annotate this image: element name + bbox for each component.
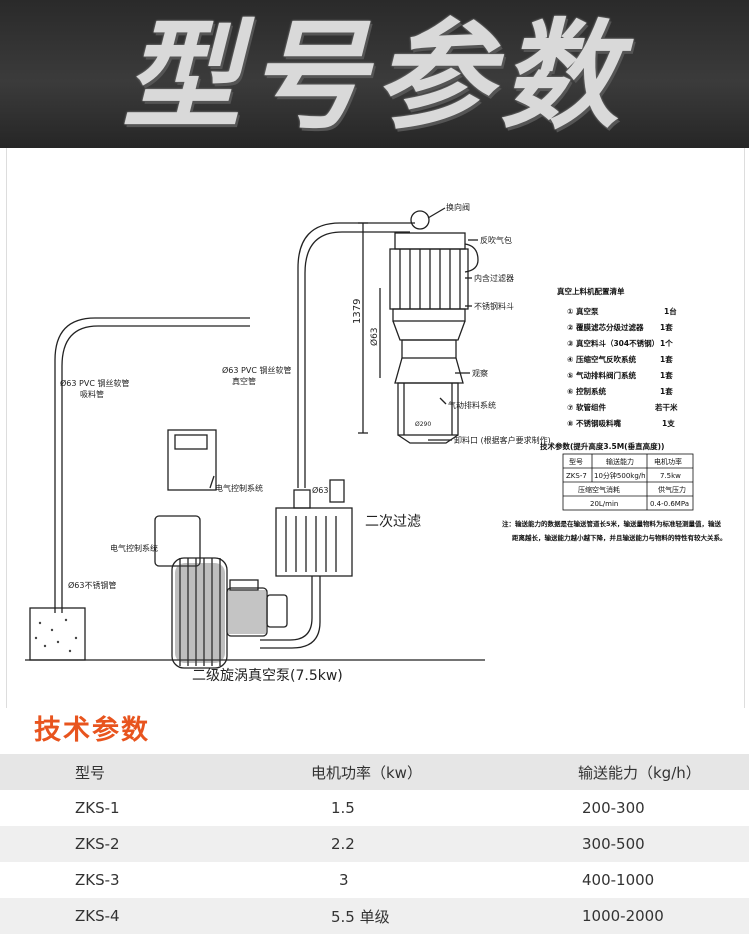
part-2: ② 覆膜滤芯分级过滤器 bbox=[567, 322, 644, 332]
cell-power: 1.5 bbox=[331, 799, 355, 817]
cell-power: 3 bbox=[339, 871, 349, 889]
label-hose-left: Ø63 PVC 钢丝软管 bbox=[60, 378, 129, 388]
svg-text:10分钟500kg/h: 10分钟500kg/h bbox=[594, 471, 646, 480]
header-model: 型号 bbox=[0, 754, 281, 790]
suction-hose bbox=[54, 317, 250, 613]
svg-text:输送能力: 输送能力 bbox=[606, 457, 634, 466]
secondary-filter bbox=[275, 507, 353, 577]
table-row: ZKS-3 3 400-1000 bbox=[0, 862, 749, 898]
section-title: 技术参数 bbox=[34, 715, 150, 746]
control-box bbox=[167, 429, 217, 491]
part-4: ④ 压缩空气反吹系统 bbox=[567, 354, 636, 364]
tech-table-title: 技术参数(提升高度3.5M(垂直高度)) bbox=[540, 441, 664, 451]
cell-capacity: 400-1000 bbox=[582, 871, 655, 889]
svg-text:1套: 1套 bbox=[660, 386, 673, 396]
table-row: ZKS-4 5.5 单级 1000-2000 bbox=[0, 898, 749, 934]
svg-text:型号: 型号 bbox=[569, 457, 583, 466]
svg-text:1支: 1支 bbox=[662, 418, 675, 428]
svg-text:1套: 1套 bbox=[660, 354, 673, 364]
label-hose-top-sub: 真空管 bbox=[232, 376, 256, 386]
label-pump: 二级旋涡真空泵(7.5kw) bbox=[192, 668, 343, 684]
svg-text:若干米: 若干米 bbox=[654, 402, 678, 412]
cell-capacity: 200-300 bbox=[582, 799, 645, 817]
header-banner: 型号参数 bbox=[0, 0, 749, 148]
svg-text:ZKS-7: ZKS-7 bbox=[566, 472, 587, 480]
svg-text:供气压力: 供气压力 bbox=[658, 485, 686, 494]
table-row: ZKS-2 2.2 300-500 bbox=[0, 826, 749, 862]
label-stainless: 不锈钢料斗 bbox=[474, 301, 514, 311]
part-7: ⑦ 软管组件 bbox=[567, 402, 606, 412]
cell-capacity: 300-500 bbox=[550, 826, 749, 862]
label-hose-left-sub: 吸料管 bbox=[80, 389, 104, 399]
cell-power: 5.5 单级 bbox=[281, 898, 550, 934]
cell-model: ZKS-3 bbox=[75, 871, 120, 889]
svg-text:电机功率: 电机功率 bbox=[654, 457, 682, 466]
header-power: 电机功率（kw） bbox=[281, 754, 550, 790]
part-8: ⑧ 不锈钢吸料嘴 bbox=[567, 418, 621, 428]
cell-capacity: 1000-2000 bbox=[550, 898, 749, 934]
spec-header-row: 型号 电机功率（kw） 输送能力（kg/h） bbox=[0, 754, 749, 790]
label-control: 电气控制系统 bbox=[215, 483, 263, 493]
cell-power: 2.2 bbox=[281, 826, 550, 862]
table-row: ZKS-1 1.5 200-300 bbox=[0, 790, 749, 826]
part-3: ③ 真空料斗（304不锈钢） bbox=[567, 338, 659, 348]
label-stainless-pipe: Ø63不锈钢管 bbox=[68, 580, 116, 590]
label-secondary: 二次过滤 bbox=[365, 514, 421, 530]
svg-text:1套: 1套 bbox=[660, 322, 673, 332]
equipment-diagram: 换向阀 反吹气包 内含过滤器 不锈钢料斗 观察 气动排料系统 卸料口 (根据客户… bbox=[25, 202, 727, 684]
label-electric-ctrl: 电气控制系统 bbox=[110, 543, 158, 553]
parts-title: 真空上料机配置清单 bbox=[557, 286, 625, 296]
label-pneumatic: 气动排料系统 bbox=[448, 400, 496, 410]
banner-title: 型号参数 bbox=[122, 7, 627, 145]
label-feed-valve: 换向阀 bbox=[446, 202, 470, 212]
label-observe: 观察 bbox=[472, 368, 488, 378]
label-dim-dia: Ø63 bbox=[369, 327, 380, 346]
svg-text:1个: 1个 bbox=[660, 338, 673, 348]
svg-text:0.4-0.6MPa: 0.4-0.6MPa bbox=[650, 500, 689, 508]
cell-model: ZKS-4 bbox=[0, 898, 281, 934]
label-discharge: 卸料口 (根据客户要求制作) bbox=[454, 435, 551, 445]
svg-text:20L/min: 20L/min bbox=[590, 500, 618, 508]
cell-model: ZKS-1 bbox=[75, 799, 120, 817]
label-small-dia: Ø63 bbox=[312, 485, 328, 495]
svg-text:1台: 1台 bbox=[664, 306, 677, 316]
label-hose-top: Ø63 PVC 钢丝软管 bbox=[222, 365, 291, 375]
part-6: ⑥ 控制系统 bbox=[567, 386, 606, 396]
svg-text:7.5kw: 7.5kw bbox=[660, 472, 681, 480]
svg-text:1套: 1套 bbox=[660, 370, 673, 380]
label-dim-height: 1379 bbox=[352, 299, 363, 324]
note-line-2: 距离越长，输送能力越小越下降，并且输送能力与物料的特性有较大关系。 bbox=[512, 533, 727, 542]
svg-text:压缩空气消耗: 压缩空气消耗 bbox=[578, 485, 620, 494]
vacuum-pump-blower bbox=[154, 515, 201, 567]
header-capacity: 输送能力（kg/h） bbox=[550, 754, 749, 790]
part-1: ① 真空泵 bbox=[567, 306, 599, 316]
material-bucket bbox=[29, 607, 86, 661]
part-5: ⑤ 气动排料阀门系统 bbox=[567, 370, 636, 380]
label-bottom-dim: Ø290 bbox=[415, 421, 431, 428]
spec-table: 型号 电机功率（kw） 输送能力（kg/h） ZKS-1 1.5 200-300… bbox=[0, 754, 749, 934]
note-line-1: 注：输送能力的数据是在输送管道长5米，输送量物料为标准轻测量值，输送 bbox=[502, 519, 722, 528]
cell-model: ZKS-2 bbox=[0, 826, 281, 862]
label-filter: 内含过滤器 bbox=[474, 273, 514, 283]
hopper-top bbox=[394, 232, 466, 250]
label-back-blow: 反吹气包 bbox=[480, 235, 512, 245]
diagram-frame bbox=[6, 148, 745, 708]
